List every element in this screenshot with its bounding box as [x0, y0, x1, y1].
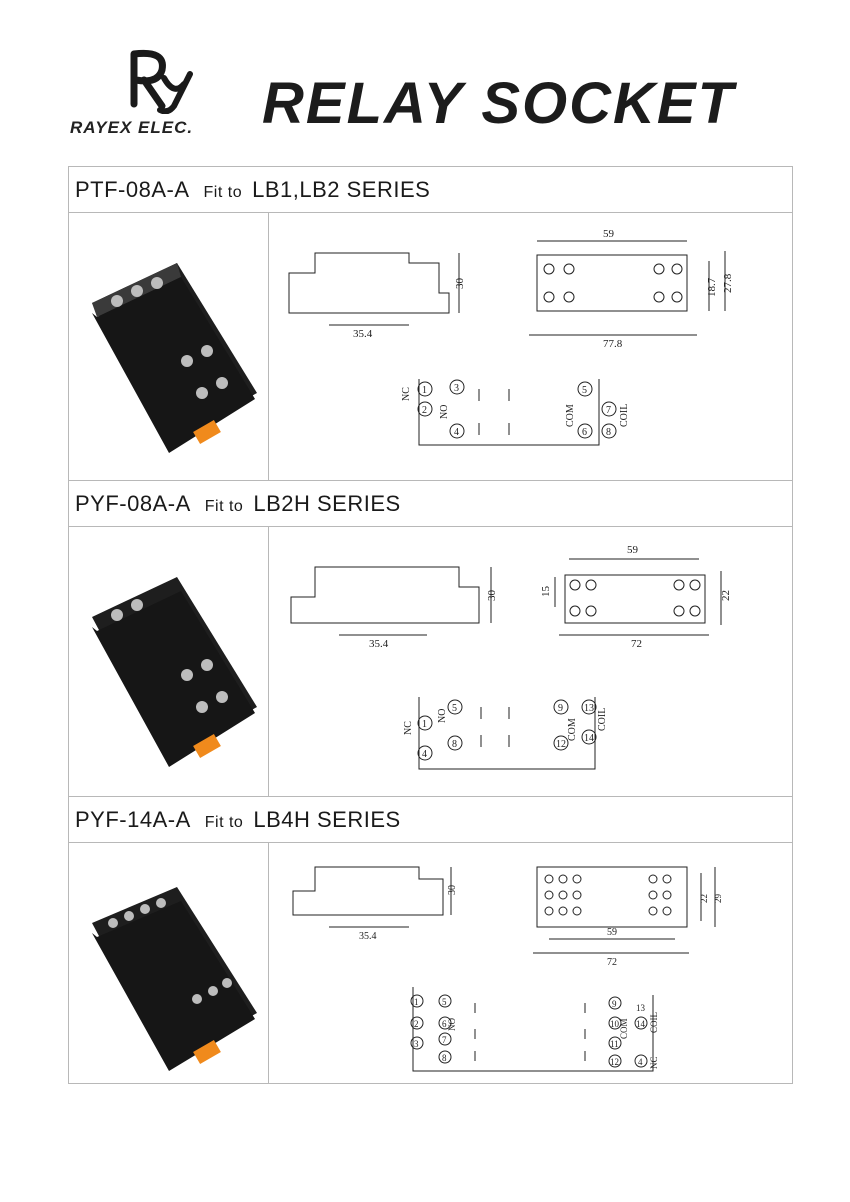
svg-text:NC: NC [649, 1056, 659, 1069]
svg-text:59: 59 [627, 544, 639, 556]
svg-text:NO: NO [437, 709, 448, 723]
svg-text:8: 8 [606, 427, 611, 438]
svg-text:COM: COM [567, 718, 578, 741]
svg-text:12: 12 [556, 739, 566, 750]
top-h2-label: 27.8 [722, 273, 734, 293]
series-name: LB2H SERIES [253, 491, 401, 516]
top-total-label: 77.8 [603, 338, 623, 350]
product-row-pyf08: 30 35.4 59 72 15 22 [69, 527, 792, 797]
svg-text:11: 11 [610, 1039, 619, 1049]
svg-text:5: 5 [442, 997, 447, 1007]
dimension-drawing: 30 35.4 59 77.8 18.7 27.8 [269, 213, 792, 480]
svg-text:8: 8 [452, 739, 457, 750]
side-view-drawing [290, 566, 492, 636]
product-table: PTF-08A-A Fit to LB1,LB2 SERIES 30 35.4 [68, 166, 793, 1084]
svg-text:NO: NO [439, 405, 450, 419]
model-name: PTF-08A-A [75, 177, 190, 202]
svg-text:9: 9 [612, 999, 617, 1009]
socket-photo-icon [92, 577, 257, 767]
svg-text:13: 13 [584, 703, 594, 714]
product-photo-cell [69, 843, 269, 1083]
svg-text:NC: NC [401, 387, 412, 401]
product-photo-cell [69, 527, 269, 796]
svg-text:15: 15 [540, 586, 552, 598]
svg-text:3: 3 [414, 1039, 419, 1049]
svg-text:22: 22 [720, 590, 732, 601]
svg-text:5: 5 [582, 385, 587, 396]
svg-text:COIL: COIL [649, 1012, 659, 1033]
svg-text:8: 8 [442, 1053, 447, 1063]
svg-text:COIL: COIL [619, 404, 630, 427]
svg-text:10: 10 [610, 1019, 620, 1029]
side-view-drawing [288, 252, 460, 326]
brand-logo: RAYEX ELEC. [70, 44, 230, 144]
side-width-label: 35.4 [353, 328, 373, 340]
top-view-drawing [529, 240, 726, 336]
fit-label: Fit to [204, 498, 244, 515]
model-name: PYF-08A-A [75, 491, 191, 516]
svg-text:12: 12 [610, 1057, 619, 1067]
top-h1-label: 18.7 [706, 277, 718, 297]
svg-text:NO: NO [447, 1018, 457, 1031]
svg-text:5: 5 [452, 703, 457, 714]
wiring-diagram [417, 697, 597, 770]
svg-text:72: 72 [607, 957, 617, 968]
model-name: PYF-14A-A [75, 807, 191, 832]
svg-text:29: 29 [713, 894, 723, 904]
svg-text:6: 6 [582, 427, 587, 438]
wiring-diagram [410, 987, 654, 1072]
series-name: LB4H SERIES [253, 807, 401, 832]
product-row-ptf: 30 35.4 59 77.8 18.7 27.8 [69, 213, 792, 481]
svg-text:4: 4 [638, 1057, 643, 1067]
product-header-ptf: PTF-08A-A Fit to LB1,LB2 SERIES [69, 167, 792, 213]
svg-text:72: 72 [631, 638, 642, 650]
svg-text:7: 7 [606, 405, 611, 416]
svg-text:13: 13 [636, 1003, 646, 1013]
svg-text:6: 6 [442, 1019, 447, 1029]
brand-name: RAYEX ELEC. [70, 118, 194, 137]
svg-text:35.4: 35.4 [369, 638, 389, 650]
svg-text:14: 14 [636, 1019, 646, 1029]
product-header-pyf14: PYF-14A-A Fit to LB4H SERIES [69, 797, 792, 843]
series-name: LB1,LB2 SERIES [252, 177, 431, 202]
product-row-pyf14: 30 35.4 59 72 22 29 [69, 843, 792, 1083]
rayex-logo-icon [130, 49, 193, 114]
svg-text:1: 1 [422, 719, 427, 730]
svg-text:1: 1 [414, 997, 419, 1007]
top-view-drawing [554, 558, 722, 636]
svg-text:30: 30 [486, 590, 498, 602]
side-view-drawing [292, 866, 452, 928]
svg-text:COM: COM [565, 404, 576, 427]
side-height-label: 30 [454, 278, 466, 290]
svg-text:7: 7 [442, 1035, 447, 1045]
dimension-drawing: 30 35.4 59 72 15 22 [269, 527, 792, 796]
product-photo-cell [69, 213, 269, 480]
product-header-pyf08: PYF-08A-A Fit to LB2H SERIES [69, 481, 792, 527]
dimension-drawing: 30 35.4 59 72 22 29 [269, 843, 792, 1083]
svg-text:59: 59 [607, 927, 617, 938]
svg-text:9: 9 [558, 703, 563, 714]
fit-label: Fit to [204, 814, 244, 831]
svg-text:2: 2 [414, 1019, 419, 1029]
svg-text:1: 1 [422, 385, 427, 396]
svg-text:4: 4 [454, 427, 459, 438]
fit-label: Fit to [203, 184, 243, 201]
svg-text:3: 3 [454, 383, 459, 394]
svg-text:COM: COM [619, 1018, 629, 1039]
svg-text:4: 4 [422, 749, 427, 760]
socket-photo-icon [92, 263, 257, 453]
svg-text:COIL: COIL [597, 708, 608, 731]
top-span-label: 59 [603, 228, 615, 240]
svg-text:22: 22 [699, 894, 709, 903]
top-view-drawing [533, 866, 716, 954]
wiring-diagram [417, 379, 617, 446]
svg-text:30: 30 [447, 885, 458, 895]
svg-text:NC: NC [403, 721, 414, 735]
svg-text:14: 14 [584, 733, 594, 744]
svg-text:2: 2 [422, 405, 427, 416]
svg-text:35.4: 35.4 [359, 931, 377, 942]
page-title: RELAY SOCKET [262, 71, 736, 136]
socket-photo-icon [92, 887, 257, 1071]
